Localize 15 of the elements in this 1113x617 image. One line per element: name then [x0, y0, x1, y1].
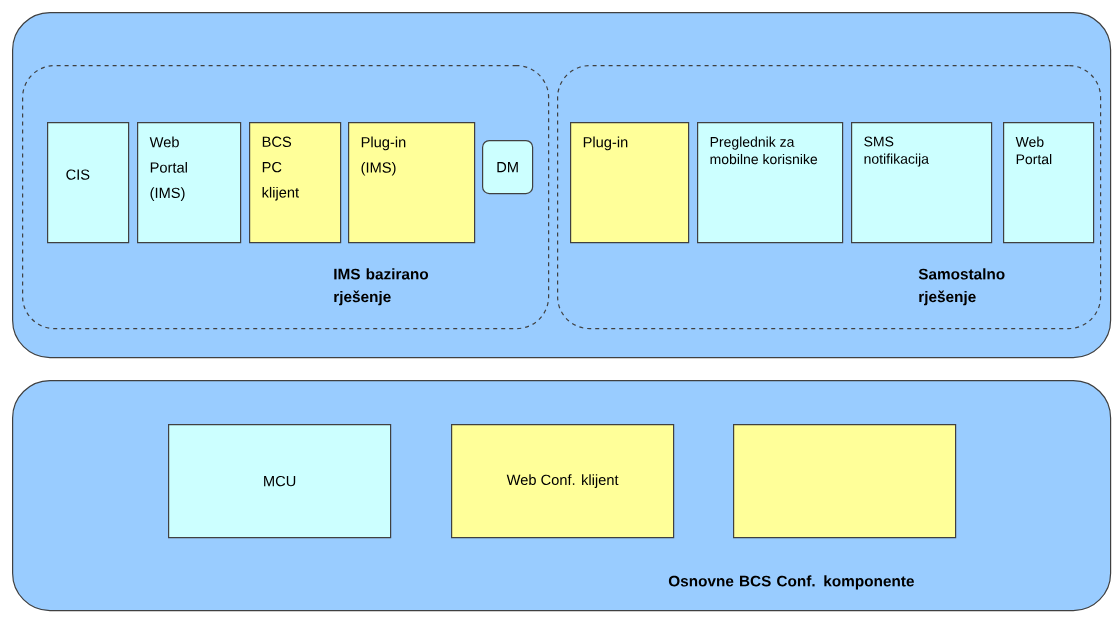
group-label: Samostalno rješenje	[918, 268, 1005, 306]
component-box: BCS PC klijent	[249, 122, 342, 244]
component-box: CIS	[47, 122, 130, 244]
component-box: Web Portal	[1003, 122, 1095, 244]
component-box: MCU	[168, 424, 392, 539]
component-box: SMS notifikacija	[851, 122, 993, 244]
component-box: Preglednik za mobilne korisnike	[697, 122, 844, 244]
group-label: IMS bazirano rješenje	[334, 268, 429, 306]
component-box: Web Portal (IMS)	[137, 122, 242, 244]
component-box: Plug-in (IMS)	[348, 122, 476, 244]
component-box: Plug-in	[570, 122, 690, 244]
component-box: DM	[482, 140, 534, 195]
component-box	[733, 424, 957, 539]
group-label: Osnovne BCS Conf. komponente	[668, 575, 914, 590]
component-box: Web Conf. klijent	[451, 424, 675, 539]
